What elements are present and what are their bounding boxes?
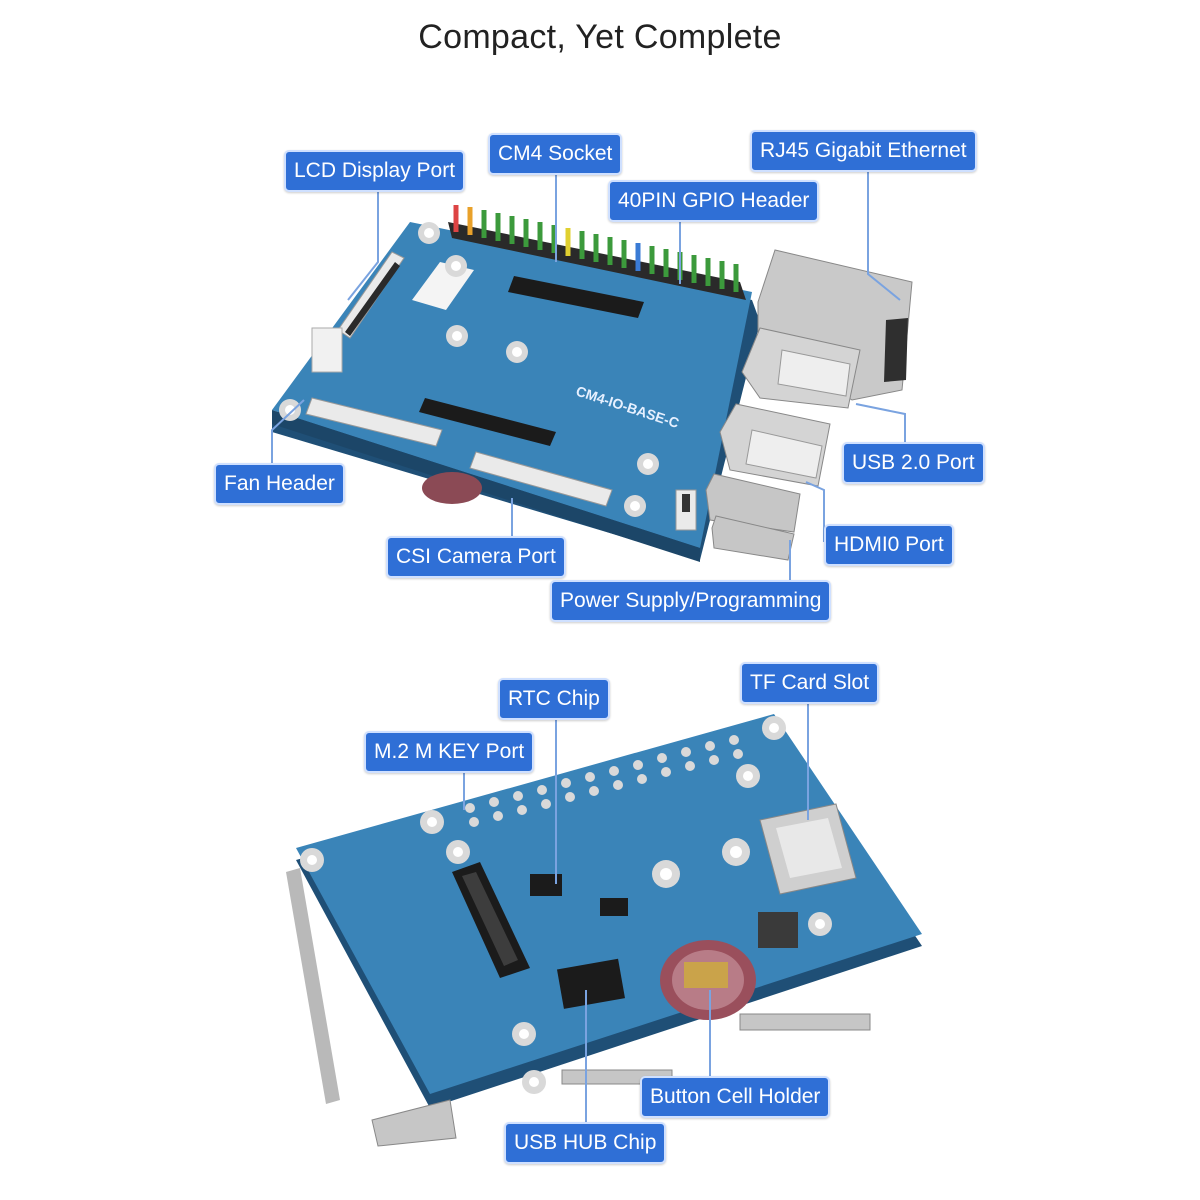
cm4-connector-top xyxy=(508,276,644,318)
top-board-ports xyxy=(705,249,913,561)
callout-lcd-display-port: LCD Display Port xyxy=(284,150,466,192)
fan-header-connector xyxy=(311,327,343,373)
page-title: Compact, Yet Complete xyxy=(418,18,782,56)
callout-fan-header: Fan Header xyxy=(214,463,345,505)
dsi-connector xyxy=(305,397,443,447)
callout-m2-port: M.2 M KEY Port xyxy=(364,731,535,773)
callout-usb-hub-chip: USB HUB Chip xyxy=(504,1122,667,1164)
bottom-board xyxy=(286,714,922,1147)
callout-power-supply: Power Supply/Programming xyxy=(550,580,832,622)
top-board: CM4-IO-BASE-C xyxy=(272,205,760,562)
callout-gpio-header: 40PIN GPIO Header xyxy=(608,180,820,222)
callout-cm4-socket: CM4 Socket xyxy=(488,133,623,175)
callout-hdmi0-port: HDMI0 Port xyxy=(824,524,954,566)
callout-tf-card-slot: TF Card Slot xyxy=(740,662,880,704)
callout-csi-camera-port: CSI Camera Port xyxy=(386,536,566,578)
hdmi-jack xyxy=(705,473,801,533)
callout-button-cell-holder: Button Cell Holder xyxy=(640,1076,831,1118)
inductor xyxy=(758,912,798,948)
callout-usb2-port: USB 2.0 Port xyxy=(842,442,985,484)
callout-rtc-chip: RTC Chip xyxy=(498,678,610,720)
callout-rj45-ethernet: RJ45 Gigabit Ethernet xyxy=(750,130,977,172)
cm4-connector-bottom xyxy=(419,398,556,446)
usb-hub-chip xyxy=(556,958,625,1009)
csi-connector xyxy=(469,451,613,507)
header-pads xyxy=(465,735,743,827)
gpio-header-pins xyxy=(448,205,746,300)
